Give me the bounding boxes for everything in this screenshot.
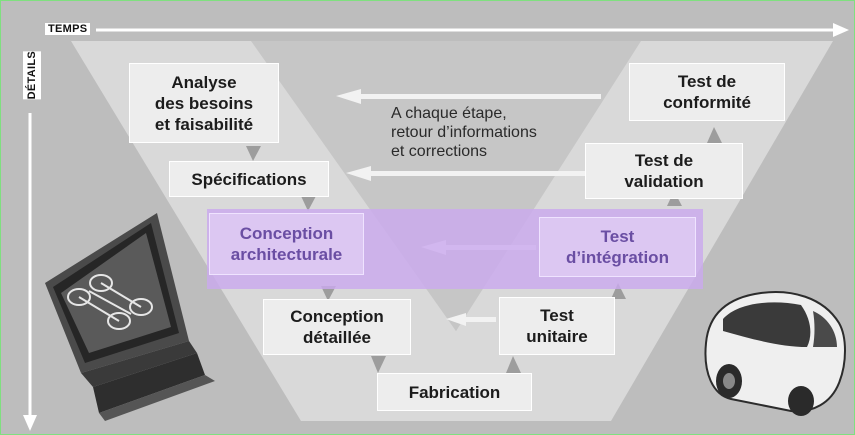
arrow-arch-to-detail [321,286,336,301]
stage-specifications: Spécifications [169,161,329,197]
arrow-fab-to-unit [506,356,521,373]
arrow-spec-to-arch [301,196,316,211]
time-axis-label: TEMPS [45,23,91,35]
stage-analyse-besoins: Analyse des besoins et faisabilité [129,63,279,143]
time-axis-arrowhead [833,23,849,37]
arrow-unit-to-integration [611,283,626,299]
feedback-arrow-top [336,89,601,104]
v-inner-notch [251,41,641,331]
stage-conception-architecturale: Conception architecturale [209,213,364,275]
computer-monitor-cad-icon [45,213,215,421]
car-icon [704,291,846,416]
details-axis-label: DÉTAILS [23,51,41,100]
feedback-note: A chaque étape, retour d’informations et… [391,105,537,160]
stage-conception-detaillee: Conception détaillée [263,299,411,355]
stage-fabrication: Fabrication [377,373,532,411]
arrow-analyse-to-spec [246,146,261,161]
stage-test-integration: Test d’intégration [539,217,696,277]
arrow-validation-to-conformity [707,127,722,143]
feedback-arrow-bottom [446,313,496,326]
stage-test-conformite: Test de conformité [629,63,785,121]
stage-test-unitaire: Test unitaire [499,297,615,355]
feedback-arrow-middle [346,166,586,181]
stage-test-validation: Test de validation [585,143,743,199]
arrow-detail-to-fab [371,356,386,373]
details-axis-arrowhead [23,415,37,431]
descending-arrows [246,146,386,373]
